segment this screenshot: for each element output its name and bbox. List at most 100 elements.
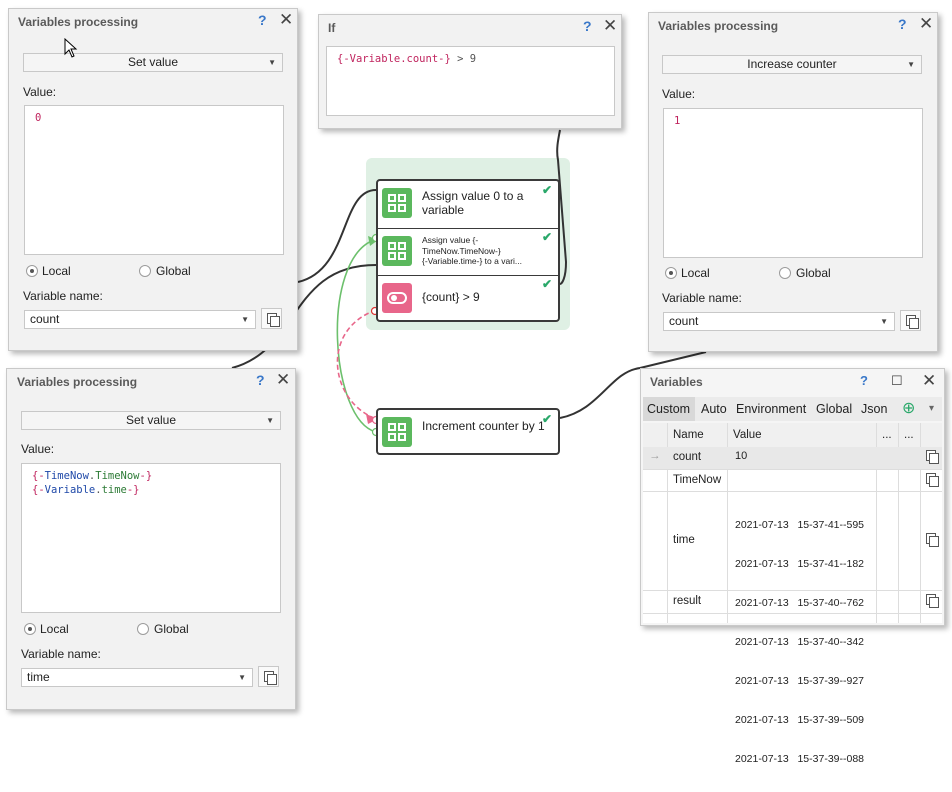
grid-icon	[388, 423, 406, 441]
panel-title: Variables processing	[18, 15, 139, 29]
help-icon[interactable]: ?	[898, 16, 907, 32]
connector-vars-node4	[559, 351, 707, 419]
token-name: time	[101, 484, 127, 496]
local-radio-label: Local	[42, 264, 71, 278]
column-header-extra[interactable]: ...	[882, 429, 892, 441]
column-header-value[interactable]: Value	[733, 429, 762, 441]
cell-name[interactable]: count	[673, 451, 702, 463]
copy-value-button[interactable]	[923, 471, 941, 489]
help-icon[interactable]: ?	[583, 18, 592, 34]
copy-icon-front	[909, 318, 919, 329]
variable-name-combobox[interactable]: count ▼	[663, 312, 895, 331]
tab-auto[interactable]: Auto	[701, 402, 727, 416]
variable-name-combobox[interactable]: count ▼	[24, 310, 256, 329]
token-namespace: Variable	[44, 484, 96, 496]
connector-if-node3	[556, 129, 568, 285]
local-radio-label: Local	[681, 266, 710, 280]
table-row[interactable]: time 2021-07-13 15-37-41--595 2021-07-13…	[643, 492, 942, 765]
node-if-count[interactable]: {count} > 9 ✔	[378, 275, 558, 320]
token-name: TimeNow	[95, 470, 140, 482]
variable-block-icon	[382, 236, 412, 266]
node-assign-time[interactable]: Assign value {- TimeNow.TimeNow-} {-Vari…	[378, 228, 558, 276]
value-textarea[interactable]: {-TimeNow.TimeNow-} {-Variable.time-}	[21, 463, 281, 613]
column-header-extra[interactable]: ...	[904, 429, 914, 441]
token-open: {-	[32, 484, 45, 496]
condition-textarea[interactable]: {-Variable.count-} > 9	[326, 46, 615, 116]
cell-name[interactable]: time	[673, 534, 695, 546]
copy-variable-button[interactable]	[261, 308, 282, 329]
maximize-icon[interactable]: ☐	[891, 373, 903, 388]
node-increment-counter[interactable]: Increment counter by 1 ✔	[376, 408, 560, 455]
column-divider	[876, 423, 877, 623]
copy-icon-front	[929, 476, 939, 487]
help-icon[interactable]: ?	[860, 373, 868, 388]
tab-json[interactable]: Json	[861, 402, 888, 416]
global-radio[interactable]	[139, 265, 151, 277]
check-icon: ✔	[542, 230, 553, 244]
current-row-marker-icon: →	[649, 450, 661, 462]
table-row[interactable]: result	[643, 591, 942, 614]
grid-icon	[388, 194, 406, 212]
value-line: 2021-07-13 15-37-41--182	[735, 558, 865, 570]
local-radio[interactable]	[665, 267, 677, 279]
copy-value-button[interactable]	[923, 531, 941, 549]
value-line: 2021-07-13 15-37-39--927	[735, 675, 865, 687]
close-icon[interactable]: ✕	[603, 16, 618, 35]
global-radio-label: Global	[156, 264, 191, 278]
value-label: Value:	[21, 442, 55, 456]
cell-name[interactable]: result	[673, 595, 702, 607]
close-icon[interactable]: ✕	[276, 370, 291, 389]
tab-custom[interactable]: Custom	[647, 402, 691, 416]
action-dropdown[interactable]: Increase counter ▼	[662, 55, 922, 74]
cell-name[interactable]: TimeNow	[673, 474, 722, 486]
chevron-down-icon[interactable]: ▾	[929, 403, 935, 414]
copy-variable-button[interactable]	[900, 310, 921, 331]
arrow-green-head	[368, 236, 378, 246]
chevron-down-icon: ▼	[268, 58, 276, 67]
chevron-down-icon: ▼	[907, 60, 915, 69]
column-header-name[interactable]: Name	[673, 429, 704, 441]
node-label: Increment counter by 1	[422, 419, 545, 433]
value-line-1: {-TimeNow.TimeNow-}	[32, 469, 270, 483]
cell-value[interactable]: 10	[735, 450, 748, 462]
variable-name-value: time	[27, 670, 50, 684]
local-radio[interactable]	[26, 265, 38, 277]
variable-name-combobox[interactable]: time ▼	[21, 668, 253, 687]
action-dropdown-value: Set value	[125, 413, 177, 427]
local-radio[interactable]	[24, 623, 36, 635]
copy-value-button[interactable]	[923, 592, 941, 610]
node-label-line: {-Variable.time-} to a vari...	[422, 256, 522, 266]
close-icon[interactable]: ✕	[919, 14, 934, 33]
action-dropdown[interactable]: Set value ▼	[21, 411, 281, 430]
condition-operator: > 9	[450, 53, 477, 65]
connector-false-pink	[336, 309, 377, 419]
help-icon[interactable]: ?	[258, 12, 267, 28]
global-radio[interactable]	[137, 623, 149, 635]
window-title: Variables	[650, 375, 703, 389]
help-icon[interactable]: ?	[256, 372, 265, 388]
table-row[interactable]: → count 10	[643, 447, 942, 470]
node-label: {count} > 9	[422, 290, 480, 304]
global-radio[interactable]	[779, 267, 791, 279]
close-icon[interactable]: ✕	[922, 371, 937, 390]
value-textarea[interactable]: 0	[24, 105, 284, 255]
variables-tabbar: Custom Auto Environment Global Json ⊕ ▾	[643, 397, 942, 421]
node-assign-zero[interactable]: Assign value 0 to a variable ✔	[378, 181, 558, 229]
tab-global[interactable]: Global	[816, 402, 853, 416]
table-row[interactable]: TimeNow	[643, 470, 942, 492]
check-icon: ✔	[542, 277, 553, 291]
add-variable-icon[interactable]: ⊕	[902, 400, 916, 417]
copy-icon-front	[267, 674, 277, 685]
value-textarea[interactable]: 1	[663, 108, 923, 258]
copy-value-button[interactable]	[923, 448, 941, 466]
cell-value-multiline[interactable]: 2021-07-13 15-37-41--595 2021-07-13 15-3…	[735, 493, 864, 792]
global-radio-label: Global	[796, 266, 831, 280]
token-open: {-	[32, 470, 45, 482]
close-icon[interactable]: ✕	[279, 10, 294, 29]
variable-block-icon	[382, 188, 412, 218]
tab-environment[interactable]: Environment	[736, 402, 807, 416]
action-dropdown[interactable]: Set value ▼	[23, 53, 283, 72]
action-block-group[interactable]: Assign value 0 to a variable ✔ Assign va…	[376, 179, 560, 322]
copy-variable-button[interactable]	[258, 666, 279, 687]
copy-icon-front	[929, 597, 939, 608]
